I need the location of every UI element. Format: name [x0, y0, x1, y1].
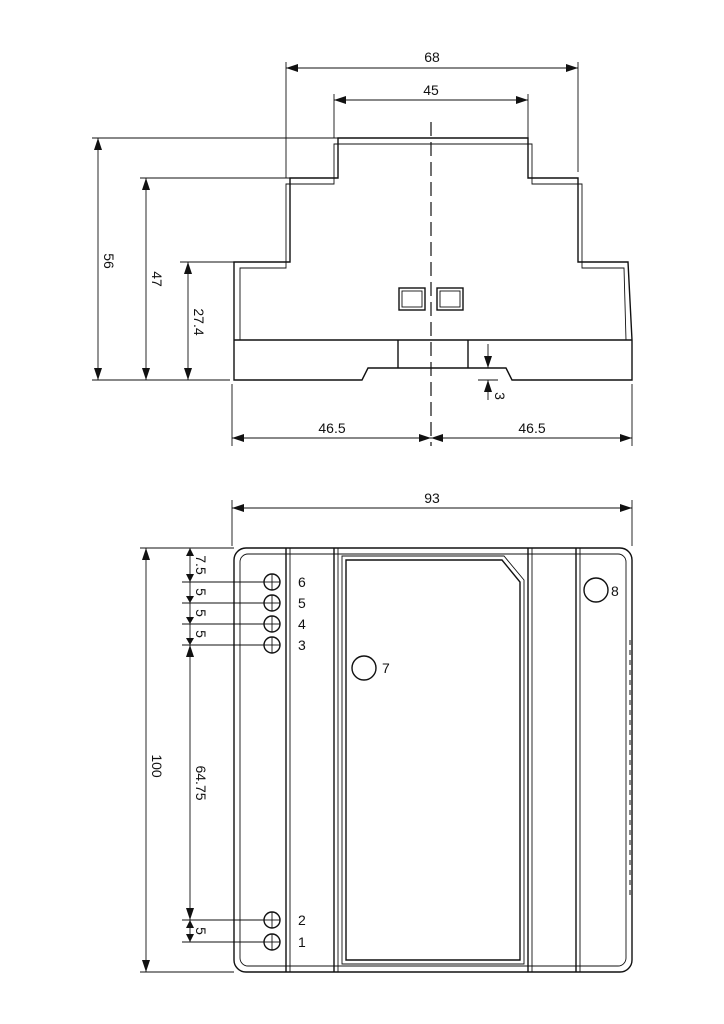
window-left-inner — [401, 290, 423, 308]
dim-height: 100 — [149, 754, 165, 778]
label-terminal-4: 4 — [298, 616, 306, 632]
label-terminal-6: 6 — [298, 574, 306, 590]
dim-inner-width: 45 — [423, 82, 439, 98]
label-terminal-1: 1 — [298, 934, 306, 950]
adjust-pot — [583, 577, 609, 603]
dim-width: 93 — [424, 490, 440, 506]
terminal-1 — [263, 933, 281, 951]
dim-pitch-6-5: 5 — [193, 588, 209, 596]
dim-half-width-left: 46.5 — [318, 420, 345, 436]
label-terminal-2: 2 — [298, 912, 306, 928]
dim-half-width-right: 46.5 — [518, 420, 545, 436]
dim-overall-width: 68 — [424, 49, 440, 65]
terminal-6 — [263, 573, 281, 591]
front-view: 68 45 56 47 27.4 3 46.5 46.5 — [92, 49, 633, 446]
dim-pitch-2-1: 5 — [193, 927, 209, 935]
top-view: 6 5 4 3 2 1 7 8 93 100 7. — [140, 490, 633, 973]
window-right — [436, 287, 464, 311]
housing-inner-line — [239, 143, 627, 341]
dim-span-3-2: 64.75 — [193, 765, 209, 800]
terminal-3 — [263, 636, 281, 654]
led-indicator — [351, 655, 377, 681]
top-inner-outline — [239, 553, 627, 967]
terminal-2 — [263, 911, 281, 929]
label-terminal-5: 5 — [298, 595, 306, 611]
label-led: 7 — [382, 660, 390, 676]
dim-total-height: 56 — [101, 253, 117, 269]
window-left — [398, 287, 426, 311]
top-outline — [233, 547, 633, 973]
dim-mid-height: 47 — [149, 271, 165, 287]
label-terminal-3: 3 — [298, 637, 306, 653]
housing-outline — [233, 137, 633, 381]
din-clip — [397, 340, 469, 368]
dim-top-offset: 7.5 — [193, 555, 209, 575]
window-right-inner — [439, 290, 461, 308]
terminal-5 — [263, 594, 281, 612]
dim-rail-offset: 3 — [492, 392, 508, 400]
label-pot: 8 — [611, 583, 619, 599]
dim-pitch-4-3: 5 — [193, 630, 209, 638]
dim-pitch-5-4: 5 — [193, 609, 209, 617]
dim-low-height: 27.4 — [191, 308, 207, 335]
terminal-4 — [263, 615, 281, 633]
cover-panel — [345, 559, 521, 961]
